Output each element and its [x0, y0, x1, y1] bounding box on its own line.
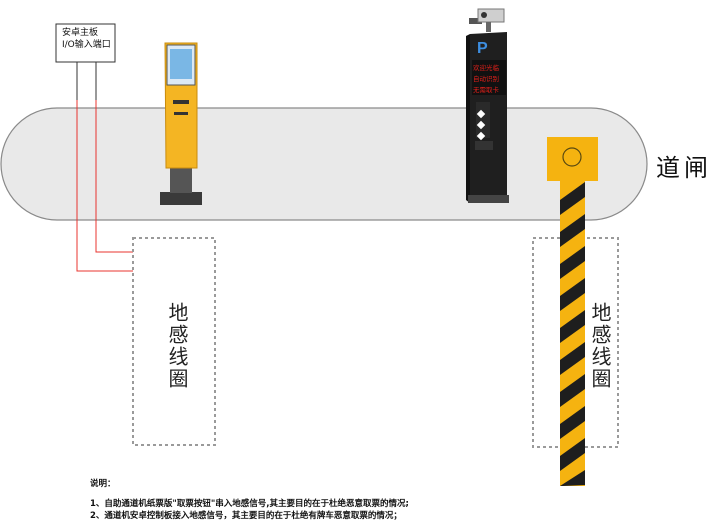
android-board-box: [55, 23, 116, 63]
notes-title: 说明：: [90, 479, 116, 489]
terminal-led-line2: 自动识别: [473, 75, 499, 83]
board-label-line2: I/O输入端口: [62, 40, 111, 50]
notes-item-2: 2、通道机安卓控制板接入地感信号，其主要目的在于杜绝有牌车恶意取票的情况；: [90, 511, 402, 521]
terminal-led-line1: 欢迎光临: [473, 64, 499, 72]
terminal-p-logo: P: [477, 40, 488, 57]
ground-loop-left-label: 地感线圈: [165, 302, 189, 390]
notes-item-1: 1、自助通道机纸票版"取票按钮"串入地感信号,其主要目的在于杜绝恶意取票的情况;: [90, 499, 409, 509]
wire-pair-red: [76, 100, 133, 272]
wire-pair: [76, 62, 97, 100]
android-board-label: 安卓主板 I/O输入端口: [62, 27, 111, 51]
terminal-led-line3: 无需取卡: [473, 86, 499, 94]
ground-loop-left: [132, 237, 216, 446]
notes-section: 说明： 1、自助通道机纸票版"取票按钮"串入地感信号,其主要目的在于杜绝恶意取票…: [90, 478, 409, 522]
gate-title: 道闸: [656, 154, 712, 182]
ground-loop-right-label: 地感线圈: [588, 302, 612, 390]
barrier-gate: [547, 137, 598, 486]
board-label-line1: 安卓主板: [62, 28, 99, 38]
plate-recognition-terminal: [466, 8, 509, 203]
ticket-kiosk: [160, 42, 202, 205]
